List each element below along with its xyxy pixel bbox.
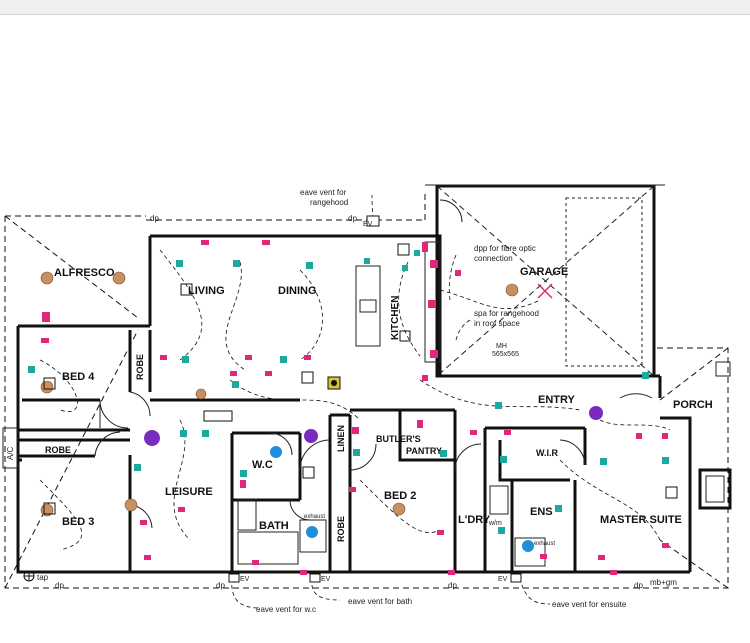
note-manhole-2: 565x565 xyxy=(492,351,519,358)
note-dp-1: dp xyxy=(150,214,159,223)
ac-unit-label: A/C xyxy=(6,446,15,460)
room-label-kitchen: KITCHEN xyxy=(390,296,401,340)
room-label-entry: ENTRY xyxy=(538,394,576,406)
downlights xyxy=(40,271,519,517)
note-spa-rangehood-2: in roof space xyxy=(474,319,520,328)
room-label-bed-4: BED 4 xyxy=(62,371,95,383)
exhaust-fans xyxy=(270,446,534,552)
note-exhaust-ens: exhaust xyxy=(534,541,555,547)
note-mb-gm: mb+gm xyxy=(650,578,677,587)
room-label-garage: GARAGE xyxy=(520,266,568,278)
garage-area xyxy=(425,184,665,378)
light-switches xyxy=(28,250,669,534)
annotations: eave vent for rangehood dpp for fibre op… xyxy=(37,188,677,614)
room-label-porch: PORCH xyxy=(673,399,713,411)
electrical-wiring xyxy=(39,194,671,609)
note-eave-ensuite: eave vent for ensuite xyxy=(552,600,627,609)
note-tap: tap xyxy=(37,573,49,582)
viewer-toolbar xyxy=(0,0,750,15)
room-label-wc: W.C xyxy=(252,459,273,471)
room-label-leisure: LEISURE xyxy=(165,486,213,498)
room-label-linen: LINEN xyxy=(336,425,346,452)
room-label-master-suite: MASTER SUITE xyxy=(600,514,682,526)
note-dp-3: dp xyxy=(55,581,64,590)
roof-outline xyxy=(4,190,729,589)
smoke-detectors xyxy=(43,243,678,515)
note-dpp-fibre-2: connection xyxy=(474,254,513,263)
room-label-wir: W.I.R xyxy=(536,448,558,458)
note-ev-1: EV xyxy=(363,221,373,228)
room-label-robe-1: ROBE xyxy=(135,354,145,380)
room-labels: ALFRESCO LIVING DINING KITCHEN GARAGE BE… xyxy=(6,266,713,542)
note-dpp-fibre-1: dpp for fibre optic xyxy=(474,244,536,253)
room-label-bed-2: BED 2 xyxy=(384,490,416,502)
note-eave-rangehood-2: rangehood xyxy=(310,198,348,207)
note-eave-bath: eave vent for bath xyxy=(348,597,412,606)
room-label-ens: ENS xyxy=(530,506,553,518)
note-dp-2: dp xyxy=(348,214,357,223)
room-label-dining: DINING xyxy=(278,285,317,297)
ceiling-fans xyxy=(144,406,603,446)
note-eave-wc: eave vent for w.c xyxy=(256,605,316,614)
room-label-bath: BATH xyxy=(259,520,289,532)
room-label-robe-2: ROBE xyxy=(45,445,71,455)
note-washing-machine: w/m xyxy=(488,520,502,527)
note-spa-rangehood-1: spa for rangehood xyxy=(474,309,539,318)
room-label-alfresco: ALFRESCO xyxy=(54,267,115,279)
room-label-pantry: PANTRY xyxy=(406,446,442,456)
house-walls xyxy=(2,199,732,574)
note-eave-rangehood-1: eave vent for xyxy=(300,188,347,197)
note-manhole-1: MH xyxy=(496,343,507,350)
room-label-butlers: BUTLER'S xyxy=(376,434,421,444)
power-outlets xyxy=(41,240,669,575)
note-ev-2: EV xyxy=(240,576,250,583)
note-ev-3: EV xyxy=(321,576,331,583)
room-label-robe-3: ROBE xyxy=(336,516,346,542)
room-label-ldry: L'DRY xyxy=(458,514,491,526)
note-exhaust-bath: exhaust xyxy=(304,514,325,520)
room-label-living: LIVING xyxy=(188,285,225,297)
note-ev-4: EV xyxy=(498,576,508,583)
room-label-bed-3: BED 3 xyxy=(62,516,94,528)
note-dp-6: dp xyxy=(634,581,643,590)
misc-symbols xyxy=(23,215,553,583)
note-dp-5: dp xyxy=(448,581,457,590)
note-dp-4: dp xyxy=(216,581,225,590)
